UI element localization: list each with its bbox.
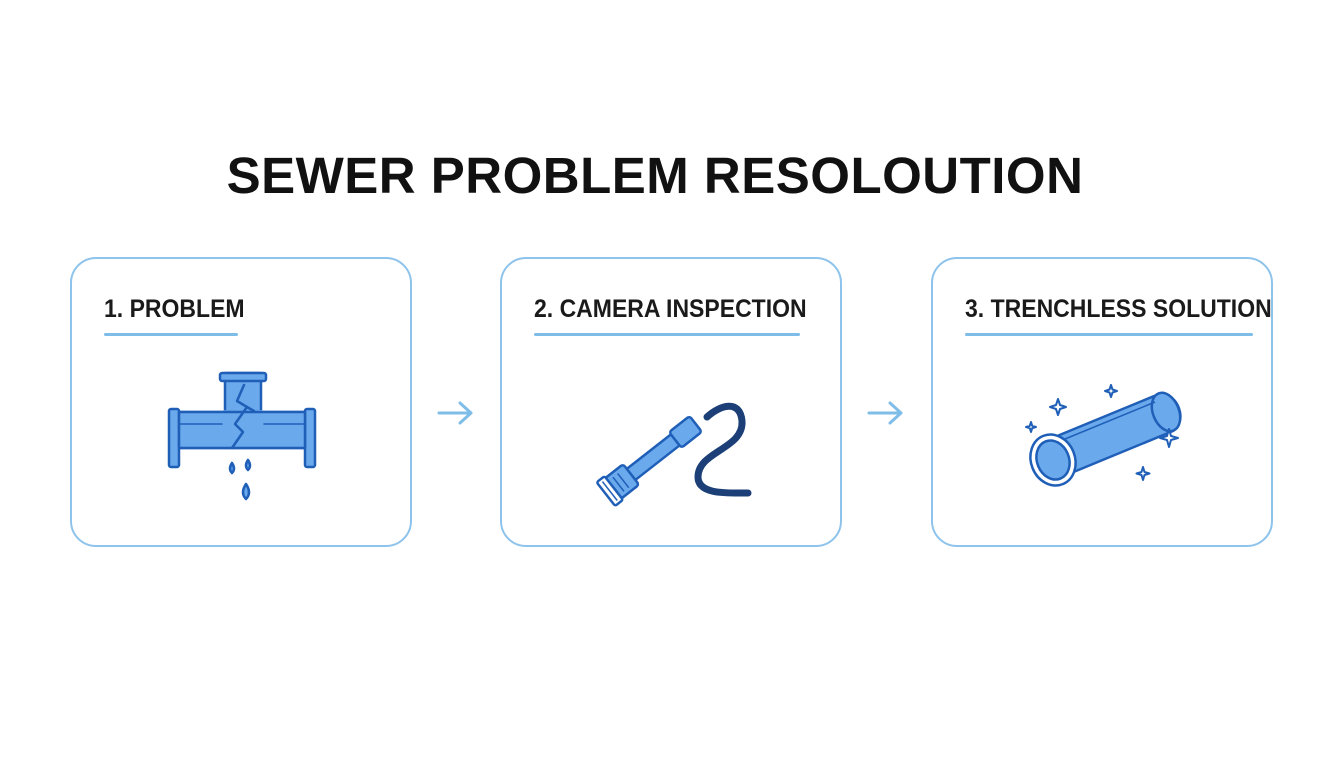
diagram-title: SEWER PROBLEM RESOLOUTION: [226, 147, 1084, 204]
step-label-underline: [965, 333, 1253, 336]
cracked-leaking-pipe-icon: [167, 371, 317, 501]
step-label: 1. PROBLEM: [104, 295, 245, 323]
step-label: 2. CAMERA INSPECTION: [534, 295, 807, 323]
step-card-camera-inspection: 2. CAMERA INSPECTION: [500, 257, 842, 547]
new-pipe-sparkle-icon: [1025, 384, 1182, 487]
arrow-right-icon: [867, 401, 903, 425]
step-label-underline: [104, 333, 238, 336]
step-label: 3. TRENCHLESS SOLUTION: [965, 295, 1272, 323]
step-card-problem: 1. PROBLEM: [70, 257, 412, 547]
arrow-right-icon: [437, 401, 473, 425]
step-card-trenchless-solution: 3. TRENCHLESS SOLUTION: [931, 257, 1273, 547]
inspection-camera-cable-icon: [596, 402, 752, 507]
step-label-underline: [534, 333, 800, 336]
